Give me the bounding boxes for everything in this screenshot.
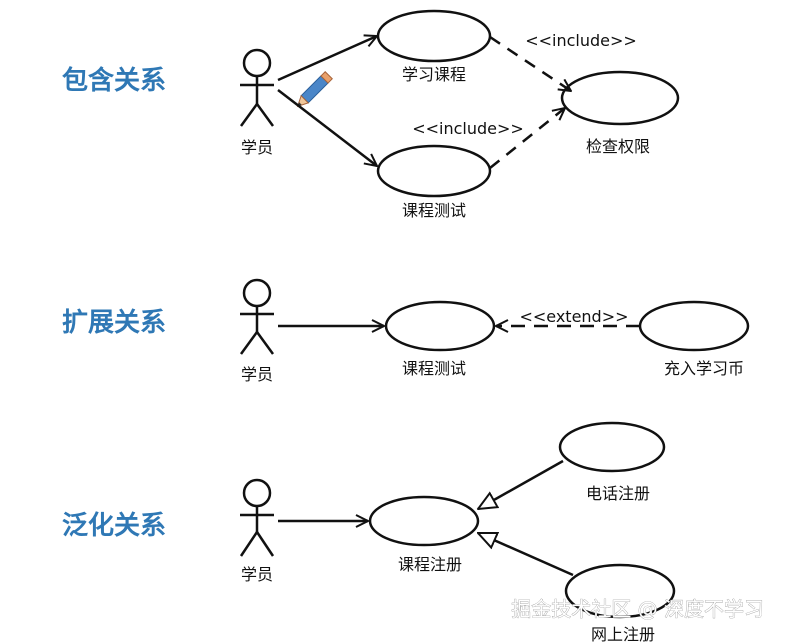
use-case-phone-register: [558, 421, 666, 473]
use-case-label-check-permission: 检查权限: [586, 137, 650, 156]
use-case-check-permission: [560, 70, 680, 126]
stereotype-label: <<include>>: [525, 31, 637, 50]
generalization-arrow: [478, 531, 574, 577]
section-title-extend: 扩展关系: [62, 308, 166, 338]
association-arrow: [277, 89, 377, 166]
actor-label-extend: 学员: [241, 365, 273, 384]
include-dependency-arrow: [489, 108, 565, 169]
section-generalization: 泛化关系 学员 课程注册 电话注册 网上注册: [62, 421, 676, 643]
use-case-label-course-register: 课程注册: [398, 555, 462, 574]
stereotype-label: <<extend>>: [519, 307, 628, 326]
use-case-label-phone-register: 电话注册: [586, 484, 650, 503]
use-case-learn-course: [376, 9, 492, 63]
section-title-include: 包含关系: [62, 65, 166, 96]
section-include: 包含关系 学员 学习课程 课程测试 检查权限 <<include>> <<inc…: [62, 9, 680, 220]
include-dependency-arrow: [489, 35, 571, 91]
actor-figure-extend: [239, 278, 275, 355]
stereotype-label: <<include>>: [412, 119, 524, 138]
actor-figure-include: [239, 48, 275, 127]
actor-label-generalization: 学员: [241, 565, 273, 584]
association-arrow: [277, 36, 377, 82]
use-case-recharge-coins: [638, 300, 750, 352]
use-case-course-register: [368, 495, 480, 547]
use-case-online-register: [564, 563, 676, 619]
use-case-course-test: [376, 144, 492, 198]
use-case-label-recharge-coins: 充入学习币: [664, 359, 744, 378]
actor-label-include: 学员: [241, 138, 273, 157]
use-case-label-course-test: 课程测试: [402, 201, 466, 220]
use-case-course-test: [384, 300, 496, 352]
generalization-arrow: [478, 459, 564, 509]
pencil-icon: [296, 71, 333, 108]
watermark: 掘金技术社区 @ 深度不学习: [511, 597, 764, 621]
use-case-label-learn-course: 学习课程: [402, 65, 466, 84]
section-extend: 扩展关系 学员 课程测试 充入学习币 <<extend>>: [62, 278, 750, 384]
use-case-label-course-test: 课程测试: [402, 359, 466, 378]
section-title-generalization: 泛化关系: [62, 511, 166, 541]
actor-figure-generalization: [239, 478, 275, 557]
use-case-label-online-register: 网上注册: [591, 625, 655, 643]
